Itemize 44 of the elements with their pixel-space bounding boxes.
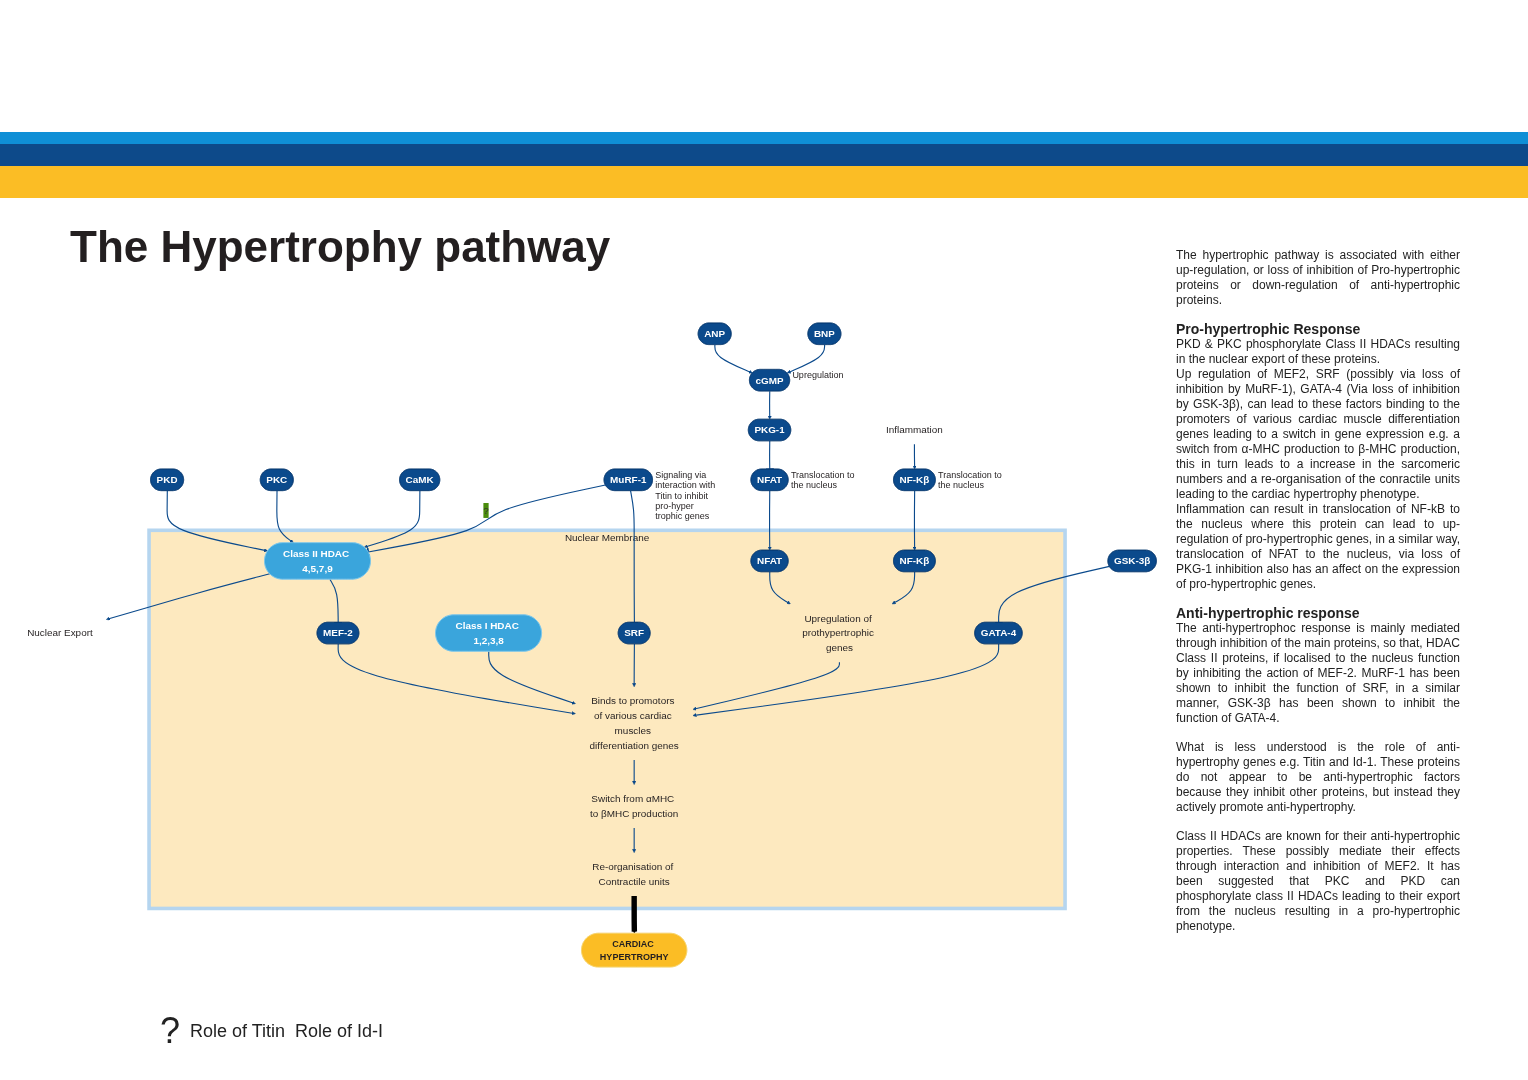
arrow: [692, 643, 1000, 718]
note-text: Role of Titin: [190, 1020, 286, 1042]
node-text: Re-organisation of Contractile units: [592, 861, 674, 888]
edge-label: ?: [483, 504, 489, 517]
body-paragraph: Class II HDACs are known for their anti-hypertrophic properties. These possibly mediate their effects through interaction and inhibition of MEF2. It has been suggested that PKC and PKD can phosphorylate class II HDACs leading to their export from the nucleus resulting in a pro-hypertrophic phenotype.: [1176, 829, 1460, 934]
question-mark: ?: [160, 1010, 181, 1052]
section-heading: Anti-hypertrophic response: [1176, 606, 1361, 621]
arrow: [631, 895, 638, 934]
arrow: [632, 643, 637, 688]
arrow: [166, 490, 268, 553]
arrow: [769, 571, 791, 605]
arrow: [632, 759, 637, 785]
node-text: Switch from αMHC to βMHC production: [589, 793, 679, 820]
node-text: Inflammation: [886, 424, 943, 436]
arrow: [276, 490, 294, 544]
arrow: [786, 344, 826, 374]
body-paragraph: The anti-hypertrophoc response is mainly mediated through inhibition of the main proteins, so that, HDAC Class II proteins, if localised to the nucleus function by inhibiting the action of MEF-2. MuRF-1 has been shown to inhibit the function of SRF, in a similar manner, GSK-3β has been shown to inhibit the function of GATA-4.: [1176, 621, 1460, 726]
body-paragraph: Inflammation can result in translocation of NF-kB to the nucleus where this protein can lead to up-regulation of pro-hypertrophic genes, in a similar way, translocation of NFAT to the nucleus, via loss of PKG-1 inhibition also has an affect on the expression of pro-hypertrophic genes.: [1176, 502, 1460, 592]
annotation-text: Translocation to the nucleus: [938, 470, 1002, 491]
arrow: [364, 490, 421, 549]
annotation-text: Signaling via interaction with Titin to inhibit pro-hyper trophic genes: [655, 470, 716, 522]
node-text: Nuclear Export: [27, 627, 93, 639]
arrow: [692, 661, 840, 711]
arrow: [767, 390, 772, 420]
node-text: Binds to promotors of various cardiac muscles differentiation genes: [589, 695, 679, 752]
arrow: [912, 490, 917, 551]
section-heading: Pro-hypertrophic Response: [1176, 322, 1362, 337]
arrow: [337, 643, 576, 716]
annotation-text: Upregulation: [792, 370, 844, 381]
arrow: [912, 443, 917, 470]
body-paragraph: The hypertrophic pathway is associated with either up-regulation, or loss of inhibition of Pro-hypertrophic proteins or down-regulation of anti-hypertrophic proteins.: [1176, 248, 1460, 308]
arrow: [767, 490, 772, 551]
annotation-text: Translocation to the nucleus: [790, 470, 855, 491]
arrow: [891, 571, 916, 605]
body-paragraph: PKD & PKC phosphorylate Class II HDACs resulting in the nuclear export of these proteins.: [1176, 337, 1460, 367]
arrow: [106, 573, 271, 621]
arrow: [488, 650, 576, 705]
title: The Hypertrophy pathway: [70, 222, 611, 272]
body-paragraph: What is less understood is the role of anti-hypertrophy genes e.g. Titin and Id-1. These proteins do not appear to be anti-hypertrophic factors because they inhibit other proteins, but instead they actively promote anti-hypertrophy.: [1176, 740, 1460, 815]
body-paragraph: Up regulation of MEF2, SRF (possibly via loss of inhibition by MuRF-1), GATA-4 (Via loss of inhibition by GSK-3β), can lead to these factors binding to the promoters of various cardiac muscle differentiation genes leading to a switch in gene expression e.g. a switch from α-MHC production to β-MHC production, this in turn leads to a increase in the sarcomeric numbers and a re-organisation of the conractile units leading to the cardiac hypertrophy phenotype.: [1176, 367, 1460, 502]
arrow: [714, 344, 753, 374]
note-text: Role of Id-I: [295, 1020, 384, 1042]
arrow: [632, 827, 637, 853]
node-text: Upregulation of prothypertrophic genes: [802, 612, 874, 654]
